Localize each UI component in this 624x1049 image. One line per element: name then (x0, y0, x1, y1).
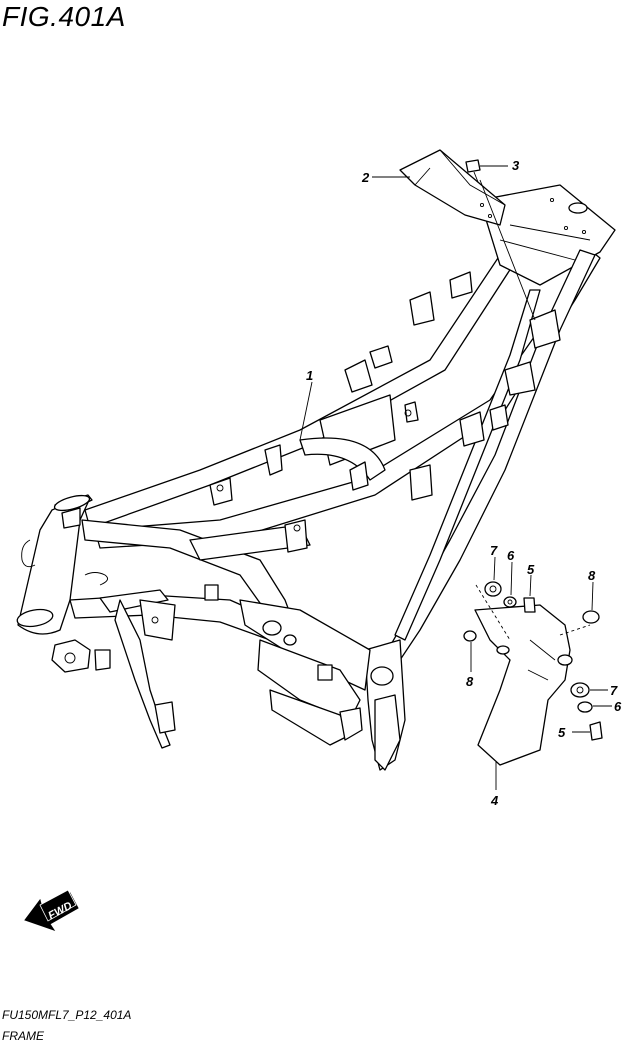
hardware-upper-set (463, 581, 600, 642)
callout-5-upper: 5 (527, 562, 535, 577)
callout-6-upper: 6 (507, 548, 515, 563)
callout-2: 2 (361, 170, 370, 185)
figure-title: FIG.401A (2, 1, 126, 32)
part-4-guard-plate (474, 584, 591, 766)
frame-body (16, 184, 616, 771)
leader-lines (299, 165, 612, 790)
callout-5-lower: 5 (558, 725, 566, 740)
fwd-arrow-icon: FWD (24, 889, 79, 931)
callout-labels: 1 2 3 4 5 5 6 6 7 7 8 8 (306, 158, 622, 808)
callout-7-lower: 7 (610, 683, 618, 698)
callout-8-lower: 8 (466, 674, 474, 689)
part-3-bolt (465, 159, 536, 321)
callout-7-upper: 7 (490, 543, 498, 558)
part-2-rear-bracket (399, 149, 506, 226)
callout-3: 3 (512, 158, 520, 173)
figure-code: FU150MFL7_P12_401A (2, 1008, 132, 1022)
figure-name: FRAME (2, 1029, 44, 1043)
callout-6-lower: 6 (614, 699, 622, 714)
callout-8-upper: 8 (588, 568, 596, 583)
callout-1: 1 (306, 368, 313, 383)
hardware-lower-set (570, 682, 603, 741)
callout-4: 4 (490, 793, 499, 808)
